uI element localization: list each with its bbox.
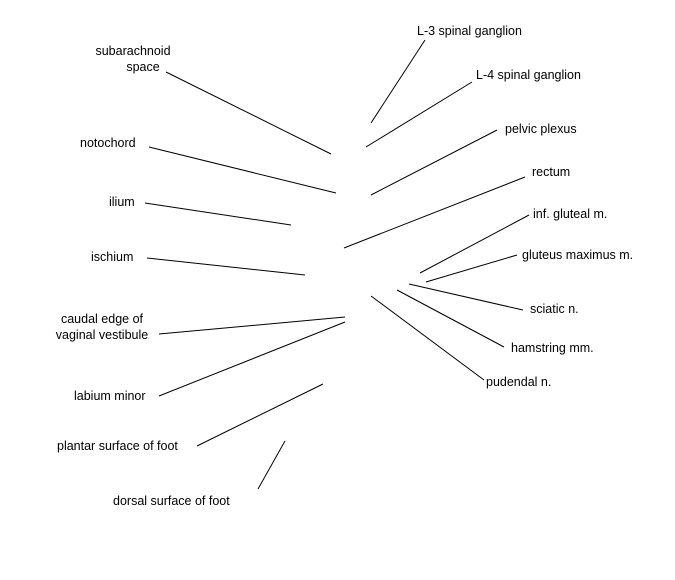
- leader-gluteus-maximus: [425, 254, 518, 283]
- leader-pudendal: [370, 295, 485, 381]
- leader-caudal-edge: [158, 316, 346, 335]
- label-gluteus-maximus: gluteus maximus m.: [522, 248, 634, 262]
- leader-inf-gluteal: [419, 214, 530, 274]
- leader-ilium: [144, 202, 292, 226]
- label-notochord: notochord: [80, 136, 136, 150]
- leader-subarachnoid: [165, 71, 332, 155]
- leader-dorsal: [257, 440, 286, 490]
- leader-notochord: [148, 146, 337, 194]
- leader-l4: [365, 81, 473, 148]
- label-rectum: rectum: [532, 165, 571, 179]
- label-caudal-edge: caudal edge of vaginal vestibule: [48, 311, 156, 343]
- leader-l3: [370, 39, 426, 124]
- label-plantar-surface: plantar surface of foot: [57, 439, 178, 453]
- label-l3-ganglion: L-3 spinal ganglion: [417, 24, 522, 38]
- leader-sciatic: [408, 283, 524, 311]
- leader-rectum: [343, 176, 526, 249]
- leader-plantar: [196, 383, 324, 447]
- label-subarachnoid-space: subarachnoid space: [95, 43, 171, 75]
- label-sciatic: sciatic n.: [530, 302, 579, 316]
- label-hamstring: hamstring mm.: [511, 341, 594, 355]
- leader-labium-minor: [158, 321, 346, 397]
- label-pelvic-plexus: pelvic plexus: [505, 122, 577, 136]
- label-labium-minor: labium minor: [74, 389, 146, 403]
- leader-ischium: [146, 257, 306, 276]
- label-line: vaginal vestibule: [55, 328, 149, 342]
- label-pudendal: pudendal n.: [486, 375, 552, 389]
- label-inf-gluteal: inf. gluteal m.: [533, 207, 608, 221]
- leader-pelvic-plexus: [370, 129, 498, 196]
- leader-hamstring: [396, 289, 505, 348]
- label-line: space: [126, 60, 160, 74]
- label-ilium: ilium: [109, 195, 135, 209]
- label-l4-ganglion: L-4 spinal ganglion: [476, 68, 581, 82]
- label-ischium: ischium: [91, 250, 134, 264]
- label-dorsal-surface: dorsal surface of foot: [113, 494, 230, 508]
- label-line: subarachnoid: [95, 44, 171, 58]
- label-line: caudal edge of: [60, 312, 143, 326]
